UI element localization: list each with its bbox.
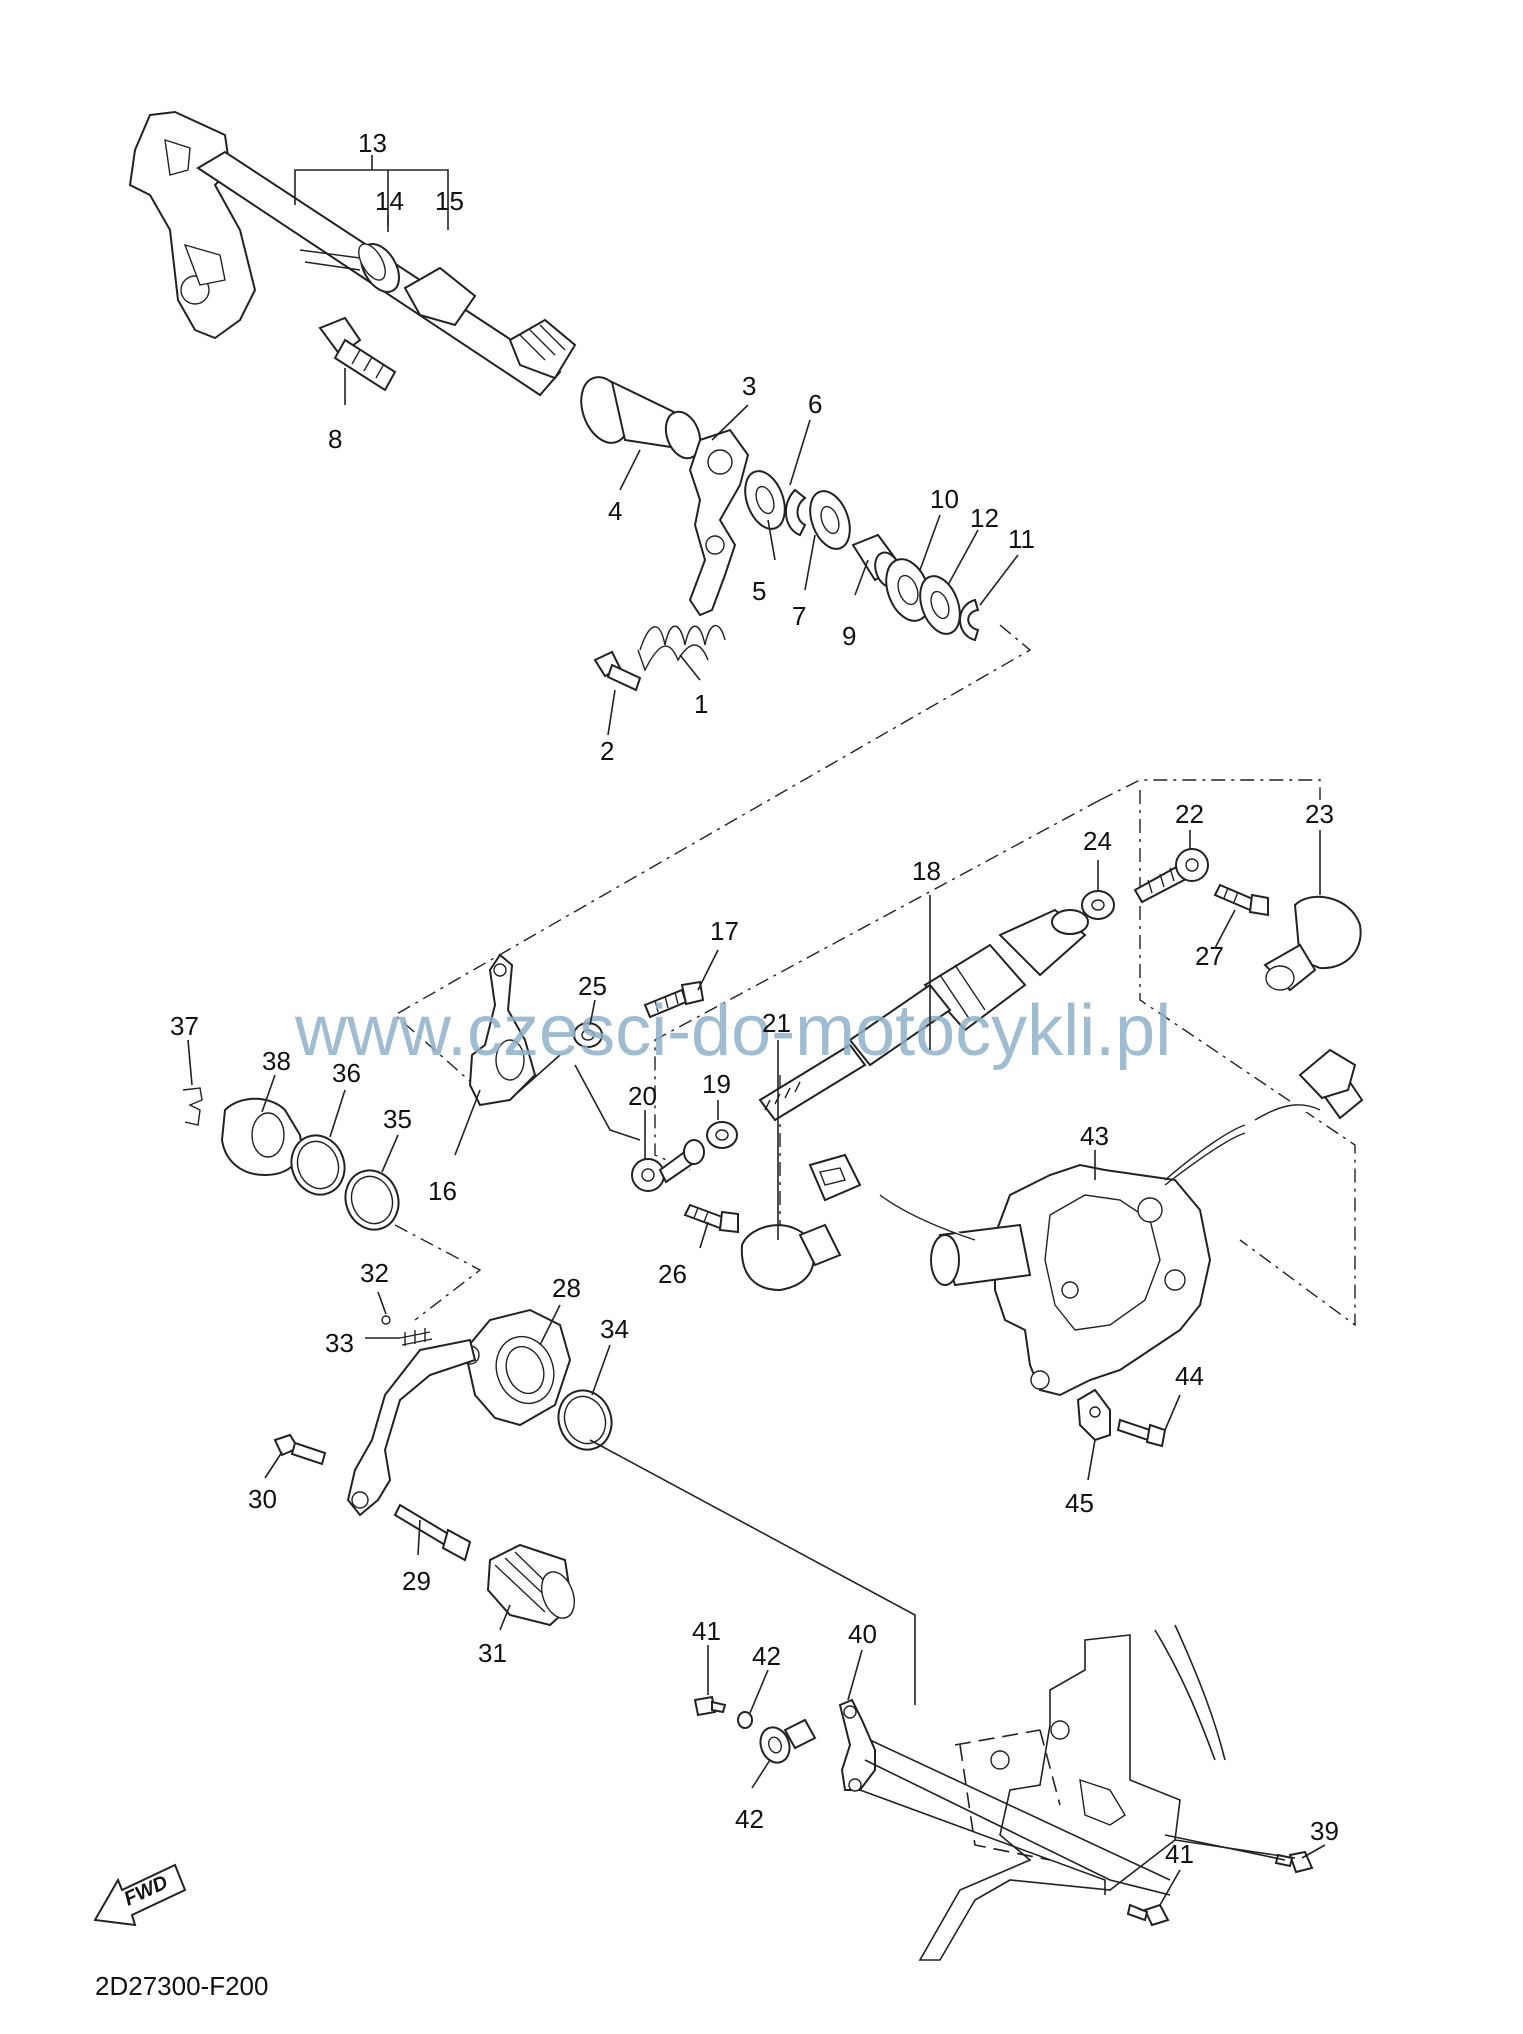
part-label: 16 xyxy=(428,1176,457,1206)
part-label: 11 xyxy=(1008,524,1035,554)
boot-38 xyxy=(220,1097,302,1177)
bolt-45 xyxy=(1116,1418,1167,1448)
part-label: 30 xyxy=(248,1484,277,1514)
part-label: 7 xyxy=(792,601,806,631)
ball-32 xyxy=(381,1315,391,1325)
dash-22-23-bracket xyxy=(1099,779,1321,801)
part-label: 45 xyxy=(1065,1488,1094,1518)
part-label: 3 xyxy=(742,371,756,401)
shift-pedal xyxy=(346,1338,477,1517)
part-label: 12 xyxy=(970,503,999,533)
diagram-code: 2D27300-F200 xyxy=(95,1971,268,2001)
part-label: 35 xyxy=(383,1104,412,1134)
part-label: 15 xyxy=(435,186,464,216)
part-label: 43 xyxy=(1080,1121,1109,1151)
part-label: 2 xyxy=(600,736,614,766)
shaft-collar xyxy=(403,266,477,327)
part-label: 23 xyxy=(1305,799,1334,829)
part-label: 33 xyxy=(325,1328,354,1358)
rubber-31 xyxy=(486,1543,576,1627)
housing-28 xyxy=(460,1308,572,1427)
rod-end-22 xyxy=(1133,848,1209,904)
bolt-17 xyxy=(643,980,705,1019)
part-label: 19 xyxy=(702,1069,731,1099)
part-label: 29 xyxy=(402,1566,431,1596)
nut-19 xyxy=(706,1121,738,1149)
collar-4 xyxy=(580,376,702,460)
fwd-arrow-icon: FWD xyxy=(93,1863,187,1927)
part-label: 41 xyxy=(1165,1839,1194,1869)
part-label: 44 xyxy=(1175,1361,1204,1391)
part-label: 14 xyxy=(375,186,404,216)
watermark-text: www.czesci-do-motocykli.pl xyxy=(294,991,1171,1071)
washers-5-6-7 xyxy=(744,470,851,550)
part-label: 10 xyxy=(930,484,959,514)
dash-right-long xyxy=(1139,790,1356,1327)
part-label: 4 xyxy=(608,496,622,526)
spring-33 xyxy=(399,1328,433,1346)
rod-18 xyxy=(758,908,1089,1122)
part-label: 6 xyxy=(808,389,822,419)
lever-3 xyxy=(688,428,750,617)
link-40 xyxy=(838,1698,876,1792)
part-labels: 13 14 15 8 4 3 6 5 7 9 10 12 11 1 2 22 2… xyxy=(170,128,1339,1906)
part-label: 27 xyxy=(1195,941,1224,971)
part-label: 20 xyxy=(628,1081,657,1111)
part-label: 38 xyxy=(262,1046,291,1076)
bolt-41-bottom xyxy=(1126,1903,1170,1927)
part-label: 13 xyxy=(358,128,387,158)
part-label: 18 xyxy=(912,856,941,886)
shift-shaft-assembly xyxy=(128,110,577,397)
part-label: 41 xyxy=(692,1616,721,1646)
boot-21 xyxy=(740,1223,842,1292)
lever-16 xyxy=(468,953,537,1107)
actuator-44 xyxy=(808,1048,1364,1397)
part-label: 31 xyxy=(478,1638,507,1668)
bolt-27 xyxy=(1213,883,1269,917)
nut-24 xyxy=(1081,890,1115,920)
bolt-26 xyxy=(683,1203,739,1234)
spring-1-pin-2 xyxy=(593,624,726,692)
part-label: 28 xyxy=(552,1273,581,1303)
bolt-41-top xyxy=(693,1695,727,1717)
part-label: 21 xyxy=(762,1008,791,1038)
plate-46 xyxy=(1076,1388,1111,1442)
collar-25 xyxy=(573,1022,603,1048)
part-label: 39 xyxy=(1310,1816,1339,1846)
boot-23 xyxy=(1263,895,1362,992)
part-label: 36 xyxy=(332,1058,361,1088)
collar-42 xyxy=(759,1718,817,1764)
part-label: 22 xyxy=(1175,799,1204,829)
part-label: 24 xyxy=(1083,826,1112,856)
part-label: 1 xyxy=(694,689,708,719)
washer-43 xyxy=(737,1711,753,1729)
part-label: 37 xyxy=(170,1011,199,1041)
frame-bracket xyxy=(918,1624,1226,1961)
part-label: 5 xyxy=(752,576,766,606)
part-label: 9 xyxy=(842,621,856,651)
part-label: 26 xyxy=(658,1259,687,1289)
bolt-30 xyxy=(273,1433,327,1466)
part-label: 25 xyxy=(578,971,607,1001)
part-label: 34 xyxy=(600,1314,629,1344)
part-label: 17 xyxy=(710,916,739,946)
part-label: 42 xyxy=(735,1804,764,1834)
clip-37 xyxy=(182,1087,203,1126)
part-label: 40 xyxy=(848,1619,877,1649)
dash-35-to-28 xyxy=(394,1224,482,1321)
washers-10-11-12 xyxy=(885,558,980,642)
part-label: 42 xyxy=(752,1641,781,1671)
bolt-8 xyxy=(318,316,397,392)
part-label: 8 xyxy=(328,424,342,454)
rod-end-20 xyxy=(631,1139,705,1192)
part-label: 32 xyxy=(360,1258,389,1288)
bolt-29 xyxy=(393,1503,472,1562)
